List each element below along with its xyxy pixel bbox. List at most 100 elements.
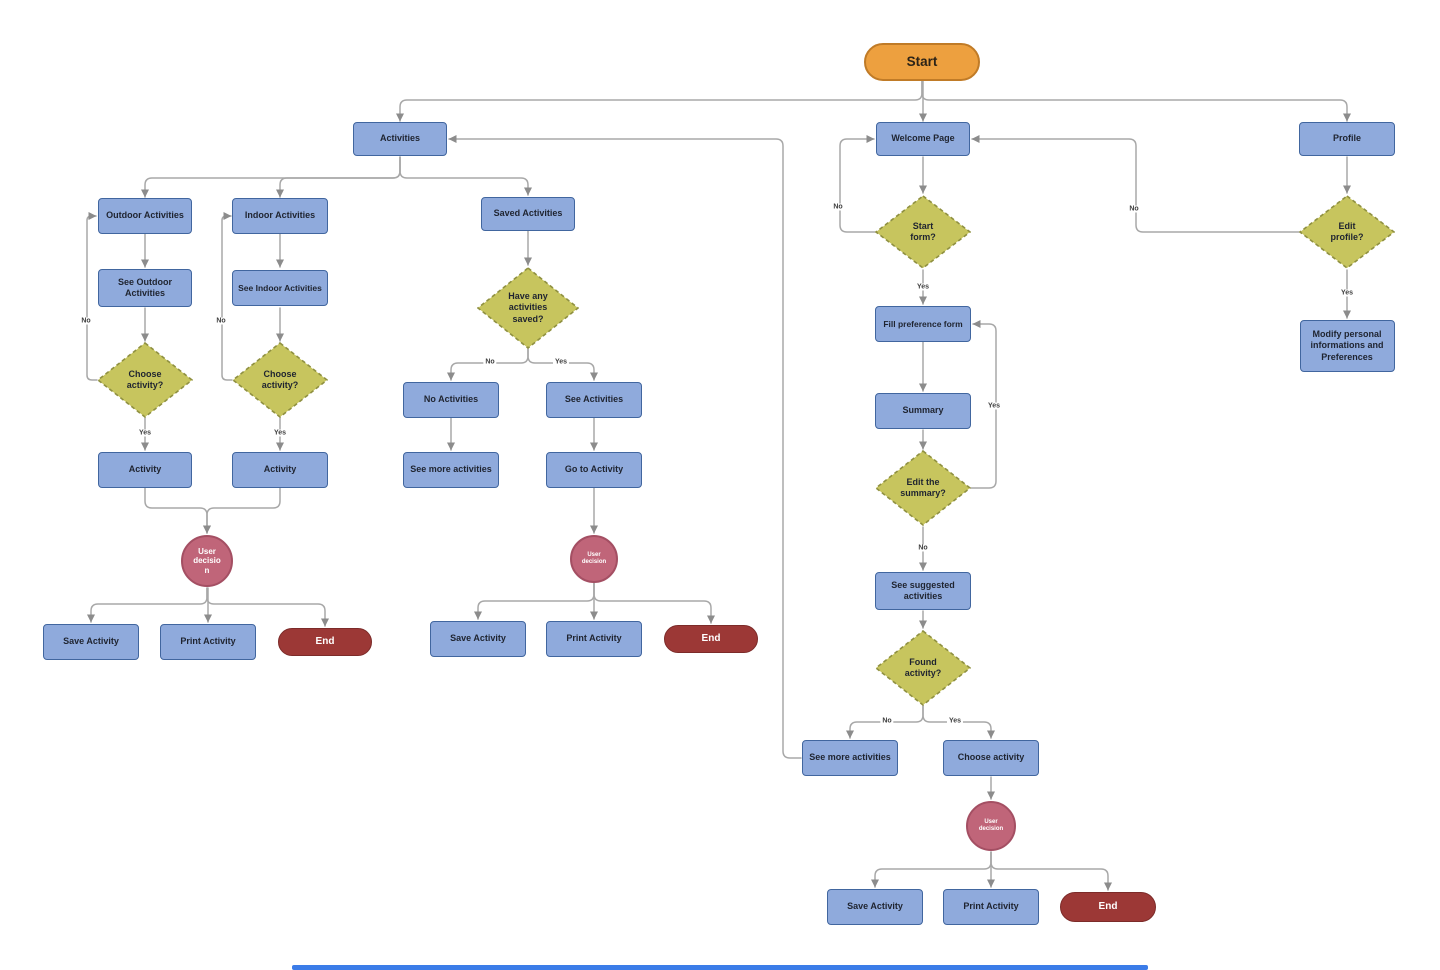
node-welcome-page[interactable]: Welcome Page bbox=[876, 122, 970, 156]
node-print-activity-right[interactable]: Print Activity bbox=[943, 889, 1039, 925]
see-activities-label: See Activities bbox=[564, 394, 624, 405]
node-no-activities[interactable]: No Activities bbox=[403, 382, 499, 418]
node-save-activity-right[interactable]: Save Activity bbox=[827, 889, 923, 925]
node-activities[interactable]: Activities bbox=[353, 122, 447, 156]
activity-outdoor-label: Activity bbox=[128, 464, 162, 475]
node-start-form[interactable]: Start form? bbox=[875, 195, 971, 269]
diamond-shape bbox=[232, 342, 328, 418]
activity-indoor-label: Activity bbox=[263, 464, 297, 475]
node-see-suggested-activities[interactable]: See suggested activities bbox=[875, 572, 971, 610]
save-activity-left-label: Save Activity bbox=[63, 636, 119, 647]
edge-start-form-no bbox=[839, 135, 876, 233]
node-print-activity-mid[interactable]: Print Activity bbox=[546, 621, 642, 657]
node-activity-outdoor[interactable]: Activity bbox=[98, 452, 192, 488]
bottom-blue-bar bbox=[292, 965, 1148, 970]
edge-label-edit-profile-no: No bbox=[1127, 205, 1141, 213]
fill-preference-form-label: Fill preference form bbox=[883, 318, 963, 329]
diamond-shape bbox=[477, 267, 579, 349]
node-have-any-activities-saved[interactable]: Have any activities saved? bbox=[477, 267, 579, 349]
edge-activity-indoor-to-decision bbox=[203, 487, 281, 534]
edge-label-edit-summary-yes: Yes bbox=[985, 402, 1003, 410]
go-to-activity-label: Go to Activity bbox=[564, 464, 624, 475]
node-choose-activity-outdoor[interactable]: Choose activity? bbox=[97, 342, 193, 418]
node-user-decision-left[interactable]: User decision bbox=[181, 535, 233, 587]
edge-decision-mid-to-end bbox=[593, 582, 715, 624]
edge-label-found-yes: Yes bbox=[946, 717, 964, 725]
node-choose-activity-indoor[interactable]: Choose activity? bbox=[232, 342, 328, 418]
edit-profile-label: Edit profile? bbox=[1330, 220, 1364, 242]
node-choose-activity-right[interactable]: Choose activity bbox=[943, 740, 1039, 776]
no-activities-label: No Activities bbox=[423, 394, 479, 405]
edge-start-to-profile bbox=[921, 80, 1351, 122]
node-edit-profile[interactable]: Edit profile? bbox=[1299, 195, 1395, 269]
node-end-mid[interactable]: End bbox=[664, 625, 758, 653]
node-saved-activities[interactable]: Saved Activities bbox=[481, 197, 575, 231]
node-print-activity-left[interactable]: Print Activity bbox=[160, 624, 256, 660]
activities-label: Activities bbox=[379, 133, 421, 144]
node-user-decision-mid[interactable]: User decision bbox=[570, 535, 618, 583]
edge-activities-to-saved bbox=[399, 156, 532, 196]
diamond-shape bbox=[1299, 195, 1395, 269]
saved-activities-label: Saved Activities bbox=[493, 208, 563, 219]
edge-choose-indoor-no bbox=[221, 212, 233, 381]
edit-the-summary-label: Edit the summary? bbox=[900, 476, 946, 498]
choose-activity-outdoor-label: Choose activity? bbox=[126, 368, 164, 390]
print-activity-right-label: Print Activity bbox=[963, 901, 1019, 912]
node-indoor-activities[interactable]: Indoor Activities bbox=[232, 198, 328, 234]
node-go-to-activity[interactable]: Go to Activity bbox=[546, 452, 642, 488]
node-end-right[interactable]: End bbox=[1060, 892, 1156, 922]
edge-see-more-right-to-activities bbox=[448, 135, 802, 759]
welcome-page-label: Welcome Page bbox=[891, 133, 955, 144]
diamond-shape bbox=[875, 630, 971, 706]
edge-choose-outdoor-no bbox=[86, 212, 98, 381]
edge-label-edit-profile-yes: Yes bbox=[1338, 289, 1356, 297]
user-decision-right-label: User decision bbox=[978, 818, 1004, 832]
node-see-more-activities-right[interactable]: See more activities bbox=[802, 740, 898, 776]
node-summary[interactable]: Summary bbox=[875, 393, 971, 429]
node-see-indoor-activities[interactable]: See Indoor Activities bbox=[232, 270, 328, 306]
node-outdoor-activities[interactable]: Outdoor Activities bbox=[98, 198, 192, 234]
choose-activity-indoor-label: Choose activity? bbox=[261, 368, 299, 390]
found-activity-label: Found activity? bbox=[904, 656, 942, 678]
see-more-activities-right-label: See more activities bbox=[809, 752, 891, 763]
end-left-label: End bbox=[315, 635, 335, 647]
diamond-shape bbox=[875, 195, 971, 269]
edge-label-choose-indoor-no: No bbox=[214, 317, 228, 325]
diamond-shape bbox=[97, 342, 193, 418]
edge-label-choose-outdoor-no: No bbox=[79, 317, 93, 325]
edge-label-have-any-no: No bbox=[483, 358, 497, 366]
node-save-activity-left[interactable]: Save Activity bbox=[43, 624, 139, 660]
node-see-more-activities-left[interactable]: See more activities bbox=[403, 452, 499, 488]
profile-label: Profile bbox=[1332, 133, 1361, 144]
node-modify-personal-informations[interactable]: Modify personal informations and Prefere… bbox=[1299, 320, 1395, 372]
node-see-outdoor-activities[interactable]: See Outdoor Activities bbox=[98, 269, 192, 307]
diamond-shape bbox=[875, 450, 971, 526]
choose-activity-right-label: Choose activity bbox=[957, 752, 1025, 763]
summary-label: Summary bbox=[902, 405, 944, 416]
edge-label-found-no: No bbox=[880, 717, 894, 725]
print-activity-left-label: Print Activity bbox=[180, 636, 236, 647]
indoor-activities-label: Indoor Activities bbox=[244, 210, 316, 221]
node-found-activity[interactable]: Found activity? bbox=[875, 630, 971, 706]
see-indoor-activities-label: See Indoor Activities bbox=[238, 282, 322, 293]
start-form-label: Start form? bbox=[910, 220, 936, 242]
node-fill-preference-form[interactable]: Fill preference form bbox=[875, 306, 971, 342]
node-profile[interactable]: Profile bbox=[1299, 122, 1395, 156]
edge-edit-profile-no bbox=[971, 135, 1300, 233]
save-activity-right-label: Save Activity bbox=[847, 901, 903, 912]
user-decision-left-label: User decision bbox=[193, 546, 221, 575]
node-end-left[interactable]: End bbox=[278, 628, 372, 656]
node-user-decision-right[interactable]: User decision bbox=[966, 801, 1016, 851]
node-activity-indoor[interactable]: Activity bbox=[232, 452, 328, 488]
node-edit-the-summary[interactable]: Edit the summary? bbox=[875, 450, 971, 526]
end-mid-label: End bbox=[701, 632, 721, 644]
node-save-activity-mid[interactable]: Save Activity bbox=[430, 621, 526, 657]
print-activity-mid-label: Print Activity bbox=[566, 633, 622, 644]
node-see-activities[interactable]: See Activities bbox=[546, 382, 642, 418]
edge-label-choose-indoor-yes: Yes bbox=[271, 429, 289, 437]
edge-decision-right-to-end bbox=[990, 851, 1112, 891]
end-right-label: End bbox=[1098, 900, 1118, 912]
edge-decision-left-to-end bbox=[206, 587, 329, 627]
node-start[interactable]: Start bbox=[864, 43, 980, 81]
